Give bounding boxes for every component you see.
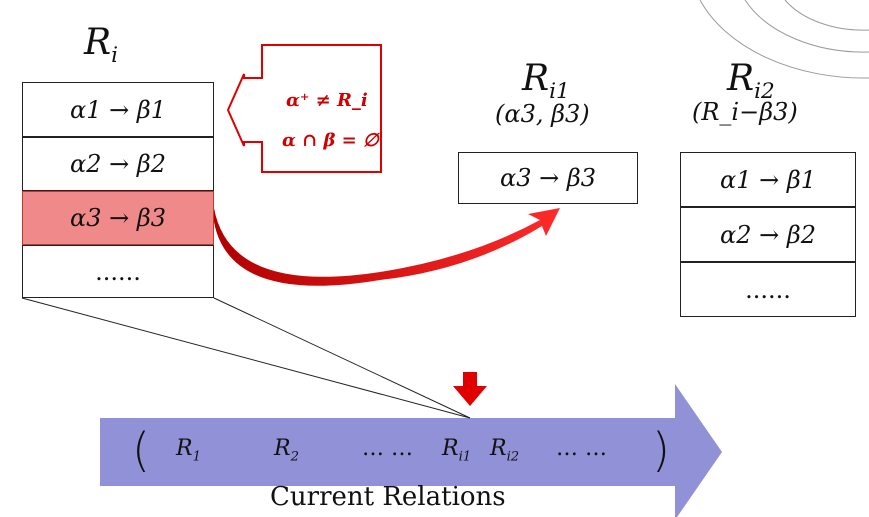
fd-text: α1 → β1 (720, 165, 816, 194)
ri1-title: Ri1 (522, 58, 570, 105)
band-item-r1: R1 (176, 436, 201, 465)
fd-text: α2 → β2 (720, 220, 816, 249)
ri2-attributes: (R_i−β3) (692, 98, 798, 126)
band-item-ellipsis-2: … … (556, 436, 607, 461)
fd-text: α2 → β2 (70, 150, 166, 178)
ri1-fd-row: α3 → β3 (458, 152, 638, 204)
fd-row-4: ...... (22, 245, 214, 298)
relation-title: Ri (84, 22, 119, 69)
fd-ellipsis: ...... (745, 275, 791, 304)
fd-row-2: α2 → β2 (22, 137, 214, 191)
fd-row-3-highlighted: α3 → β3 (22, 191, 214, 245)
fd-row-1: α1 → β1 (22, 82, 214, 137)
band-item-ellipsis-1: … … (362, 436, 413, 461)
fd-text: α3 → β3 (70, 204, 166, 232)
decompose-arrow (214, 208, 560, 286)
ri2-fd-row-1: α1 → β1 (680, 152, 856, 207)
close-paren: ) (652, 423, 670, 477)
ri2-title: Ri2 (727, 58, 775, 105)
callout-line-2: α ∩ β = ∅ (282, 130, 379, 151)
fd-text: α3 → β3 (500, 164, 596, 192)
projection-line-right (213, 297, 471, 419)
fd-text: α1 → β1 (70, 95, 166, 124)
current-relations-band (100, 384, 722, 517)
projection-line-left (21, 297, 471, 419)
ri2-fd-row-3: ...... (680, 262, 856, 317)
decorative-arcs (699, 0, 869, 79)
open-paren: ( (132, 423, 150, 477)
band-item-ri1: Ri1 (442, 436, 472, 465)
ri2-fd-row-2: α2 → β2 (680, 207, 856, 262)
band-caption: Current Relations (270, 482, 506, 512)
callout-line-1: α⁺ ≠ R_i (286, 90, 368, 111)
ri1-attributes: (α3, β3) (495, 100, 590, 128)
band-item-r2: R2 (274, 436, 299, 465)
fd-ellipsis: ...... (95, 257, 141, 286)
band-item-ri2: Ri2 (490, 436, 520, 465)
condition-callout (226, 44, 382, 173)
current-position-arrow (453, 372, 487, 406)
